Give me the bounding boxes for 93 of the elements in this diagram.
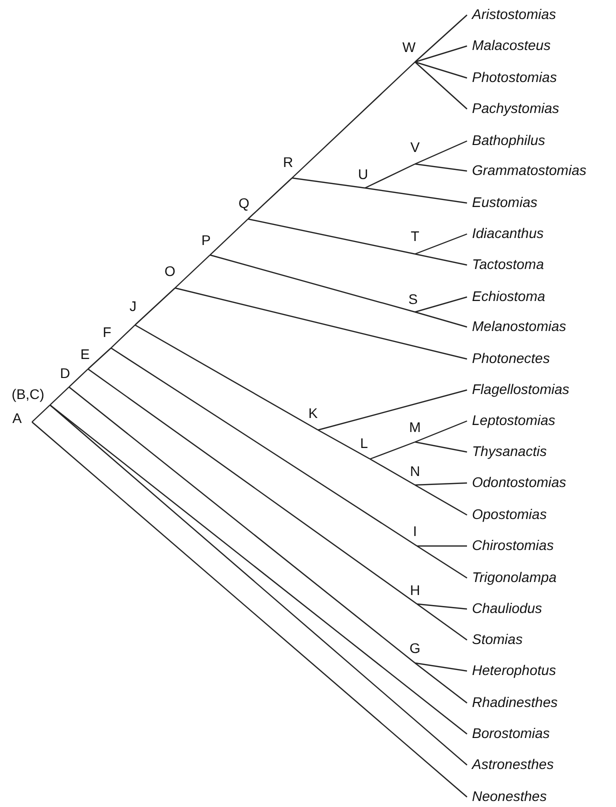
clade-label: H bbox=[409, 582, 421, 604]
tree-branch bbox=[414, 253, 468, 266]
tree-branch bbox=[414, 61, 468, 79]
taxon-name: Borostomias bbox=[467, 725, 550, 743]
clade-label: F bbox=[102, 324, 112, 348]
taxon-name: Idiacanthus bbox=[467, 225, 544, 243]
tree-branch bbox=[318, 389, 468, 431]
tree-branch bbox=[68, 386, 416, 664]
clade-label: S bbox=[407, 291, 419, 312]
taxon-name: Melanostomias bbox=[467, 318, 566, 336]
tree-branch bbox=[414, 45, 468, 63]
tree-branch bbox=[416, 546, 468, 578]
taxon-name: Tactostoma bbox=[467, 256, 544, 274]
clade-label: U bbox=[357, 166, 369, 188]
tree-branch bbox=[292, 62, 416, 178]
tree-branch bbox=[88, 348, 112, 370]
clade-label: Q bbox=[237, 195, 251, 219]
tree-branch bbox=[370, 441, 416, 460]
tree-branch bbox=[370, 458, 416, 486]
taxon-name: Aristostomias bbox=[467, 6, 556, 24]
tree-branch bbox=[32, 404, 50, 422]
tree-branch bbox=[414, 62, 468, 110]
taxon-name: Echiostoma bbox=[467, 288, 546, 306]
tree-branch bbox=[292, 177, 366, 189]
clade-label: (B,C) bbox=[9, 386, 50, 405]
taxon-name: Grammatostomias bbox=[467, 162, 586, 180]
tree-branch bbox=[414, 482, 468, 486]
taxon-name: Eustomias bbox=[467, 194, 538, 212]
clade-label: I bbox=[412, 523, 418, 546]
clade-label: J bbox=[128, 298, 138, 325]
taxon-name: Malacosteus bbox=[467, 37, 551, 55]
taxon-name: Odontostomias bbox=[467, 474, 566, 492]
tree-branch bbox=[88, 368, 418, 604]
taxon-name: Bathophilus bbox=[467, 132, 546, 150]
taxon-name: Trigonolampa bbox=[467, 569, 557, 587]
taxon-name: Stomias bbox=[467, 631, 523, 649]
tree-branch bbox=[414, 441, 468, 453]
tree-branch bbox=[417, 545, 467, 547]
clade-label: A bbox=[11, 410, 32, 426]
clade-label: G bbox=[409, 640, 421, 663]
tree-branch bbox=[248, 178, 292, 220]
clade-label: L bbox=[359, 435, 370, 459]
tree-branch bbox=[110, 324, 136, 348]
tree-branch bbox=[318, 429, 370, 460]
tree-branch bbox=[414, 420, 468, 443]
taxon-name: Neonesthes bbox=[467, 788, 547, 806]
tree-branch bbox=[134, 288, 176, 326]
tree-branch bbox=[364, 187, 468, 204]
tree-branch bbox=[174, 287, 468, 360]
tree-branch bbox=[110, 348, 418, 546]
clade-label: P bbox=[200, 232, 212, 255]
taxon-name: Astronesthes bbox=[467, 756, 554, 774]
clade-label: M bbox=[408, 419, 422, 442]
taxon-name: Pachystomias bbox=[467, 100, 560, 118]
clade-label: D bbox=[59, 365, 71, 387]
tree-branch bbox=[414, 311, 468, 328]
tree-branch bbox=[210, 218, 248, 256]
tree-branch bbox=[414, 662, 468, 704]
clade-label: V bbox=[409, 139, 421, 164]
tree-branch bbox=[50, 386, 70, 406]
tree-branch bbox=[414, 140, 468, 165]
taxon-name: Leptostomias bbox=[467, 412, 556, 430]
tree-branch bbox=[364, 163, 416, 189]
taxon-name: Photonectes bbox=[467, 350, 550, 368]
clade-label: N bbox=[409, 463, 421, 485]
clade-label: R bbox=[282, 154, 294, 178]
taxon-name: Chirostomias bbox=[467, 537, 554, 555]
taxon-name: Rhadinesthes bbox=[467, 694, 558, 712]
clade-label: O bbox=[163, 263, 177, 288]
clade-label: E bbox=[80, 346, 90, 369]
tree-branch bbox=[414, 662, 468, 672]
tree-branch bbox=[414, 296, 468, 313]
tree-branch bbox=[416, 604, 468, 640]
tree-branch bbox=[210, 254, 416, 313]
clade-label: W bbox=[403, 39, 415, 62]
tree-branch bbox=[416, 603, 468, 610]
taxon-name: Heterophotus bbox=[467, 662, 556, 680]
taxon-name: Flagellostomias bbox=[467, 381, 570, 399]
taxon-name: Photostomias bbox=[467, 69, 557, 87]
taxon-name: Thysanactis bbox=[467, 443, 547, 461]
tree-branch bbox=[32, 422, 468, 798]
clade-label: T bbox=[410, 228, 420, 254]
tree-branch bbox=[134, 324, 318, 431]
tree-branch bbox=[414, 484, 468, 516]
tree-branch bbox=[68, 368, 88, 388]
tree-branch bbox=[414, 163, 468, 172]
tree-branch bbox=[248, 218, 416, 255]
taxon-name: Opostomias bbox=[467, 506, 547, 524]
taxon-name: Chauliodus bbox=[467, 600, 542, 618]
tree-branch bbox=[174, 254, 210, 288]
tree-branch bbox=[414, 233, 468, 255]
tree-branch bbox=[414, 14, 468, 62]
clade-label: K bbox=[307, 405, 319, 430]
